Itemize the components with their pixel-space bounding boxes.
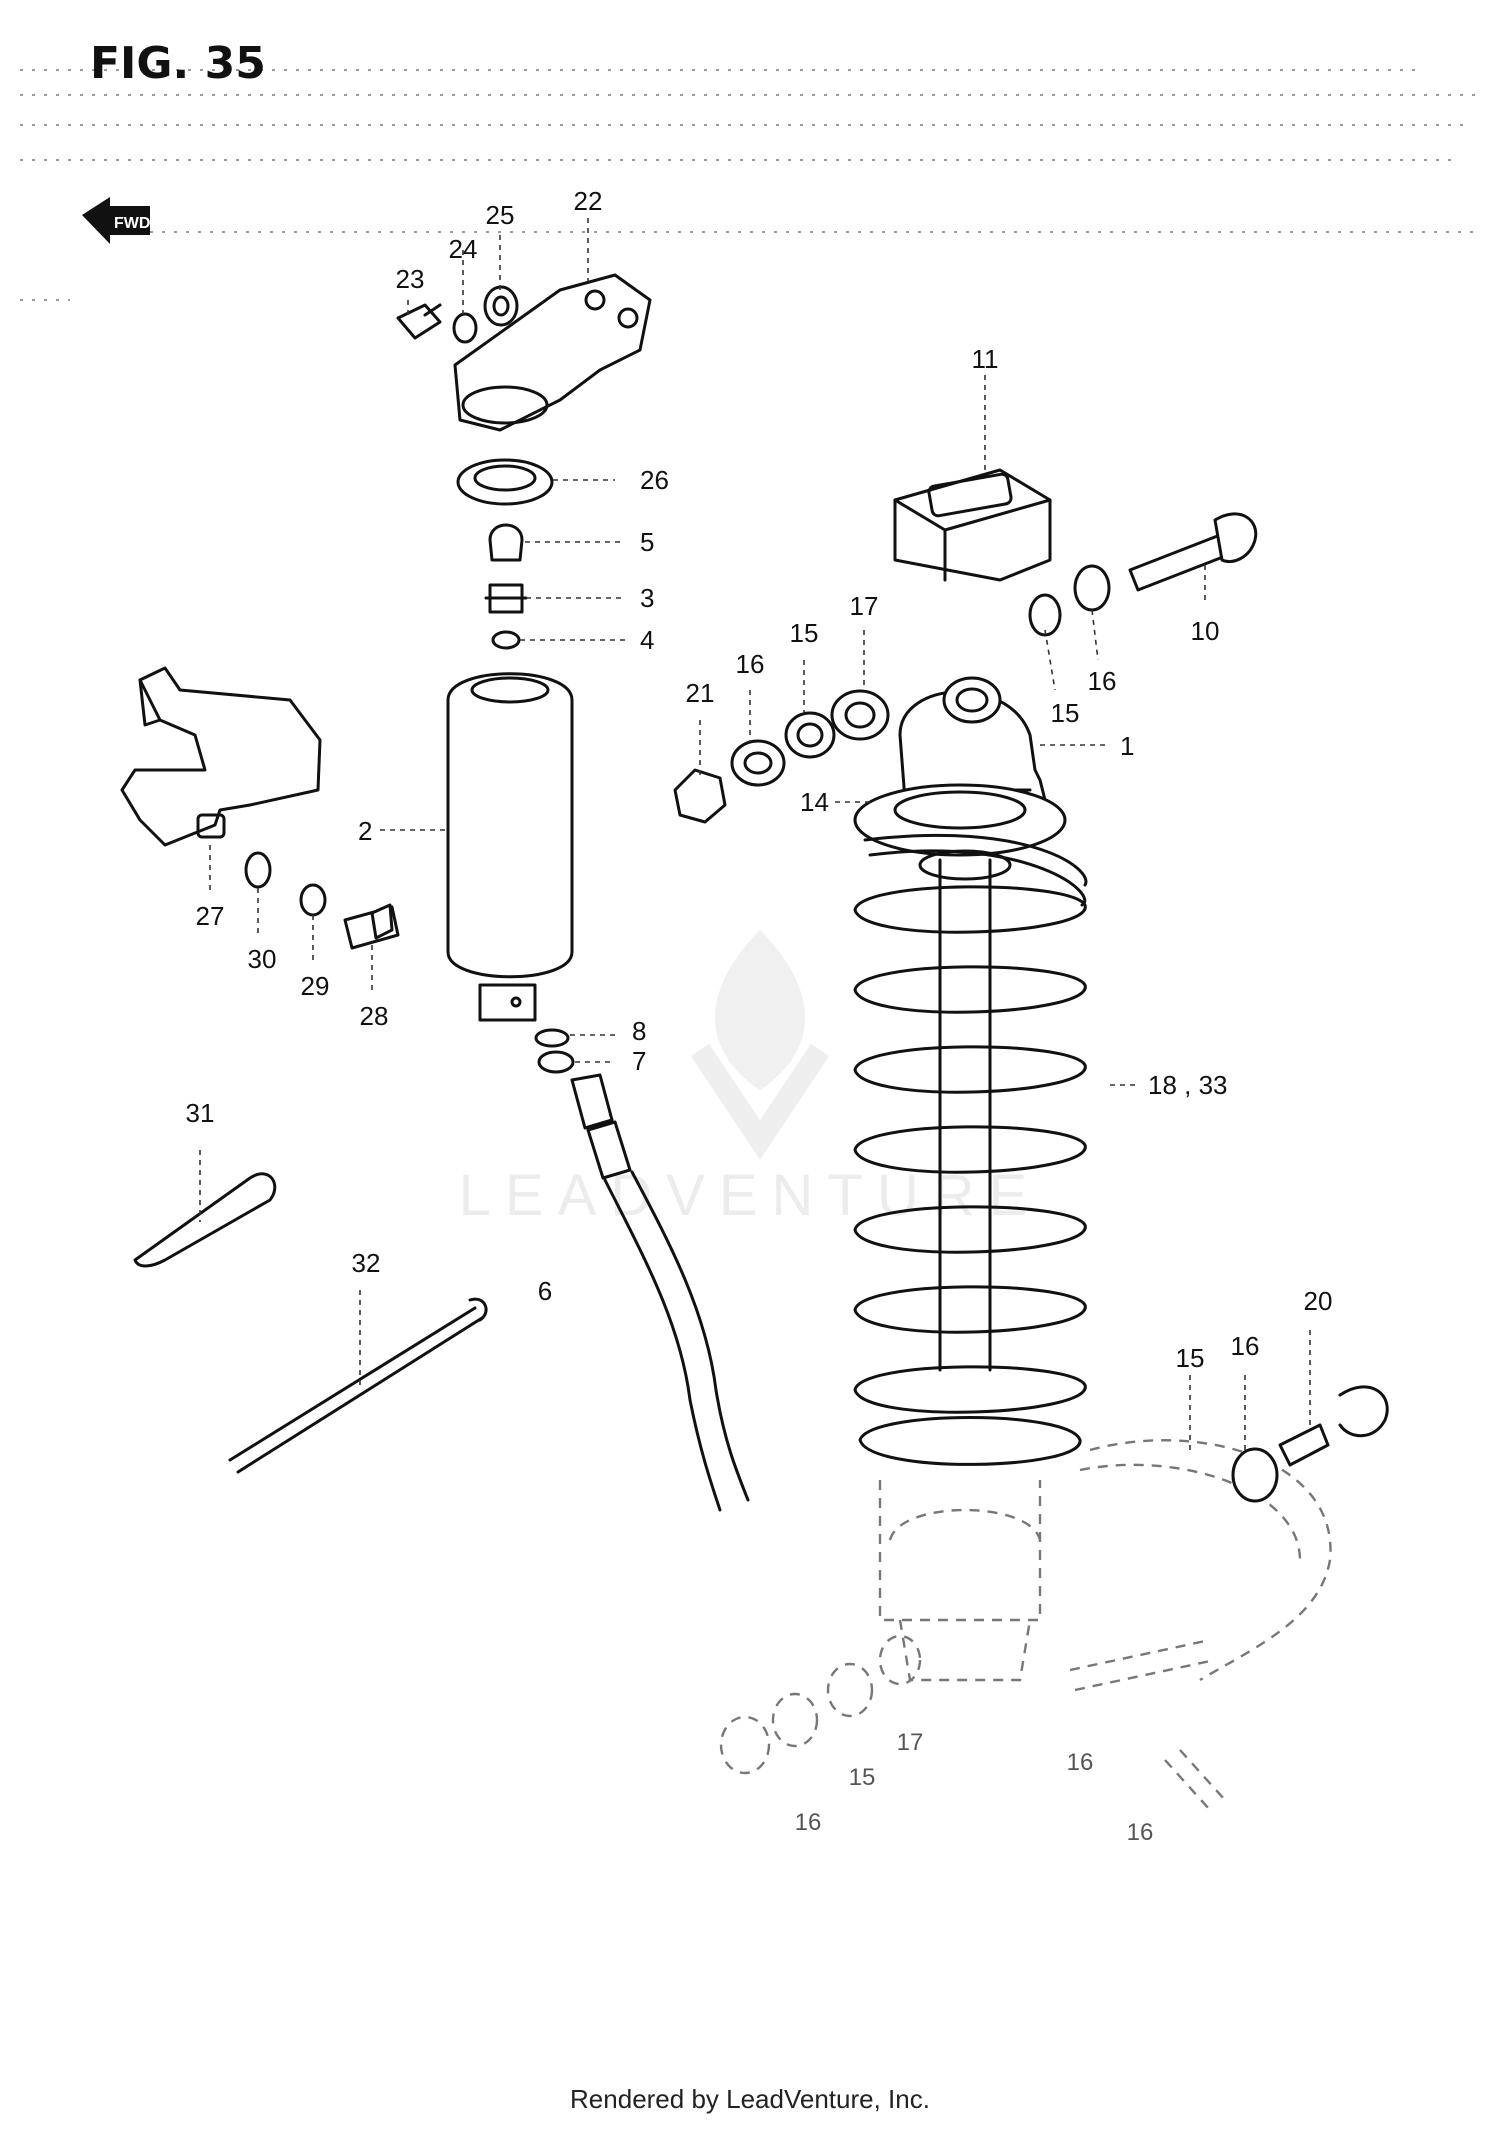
washer-16-lower — [1231, 1447, 1279, 1503]
callout-5: 5 — [640, 527, 654, 557]
faded-callout-16c: 16 — [1127, 1819, 1154, 1846]
callout-32: 32 — [352, 1248, 381, 1278]
shock-lower-body — [878, 1439, 1332, 1682]
callout-2: 2 — [358, 816, 372, 846]
washer-15-right — [1028, 593, 1062, 637]
faded-callout-16: 16 — [795, 1809, 822, 1836]
washer-7 — [537, 1050, 575, 1074]
nut-21 — [673, 768, 727, 824]
footer-credit: Rendered by LeadVenture, Inc. — [570, 2084, 930, 2114]
front-direction-arrow — [82, 197, 150, 244]
front-marker-text: FWD — [114, 215, 150, 232]
callout-17: 17 — [850, 591, 879, 621]
callout-16-lower: 16 — [1231, 1331, 1260, 1361]
washer-16-right — [1073, 564, 1111, 612]
washer-25 — [483, 285, 519, 327]
watermark: LEADVENTURE — [459, 930, 1042, 1228]
washer-24 — [452, 312, 478, 344]
callout-20: 20 — [1304, 1286, 1333, 1316]
callout-29: 29 — [301, 971, 330, 1001]
bushing-17 — [830, 689, 890, 741]
callout-25: 25 — [486, 200, 515, 230]
collar-26 — [456, 458, 554, 506]
bolt-20 — [1278, 1423, 1330, 1467]
callout-8: 8 — [632, 1016, 646, 1046]
scan-noise — [20, 69, 1480, 301]
washer-16-left — [730, 739, 786, 787]
leader-lines — [199, 218, 1311, 1455]
callout-30: 30 — [248, 944, 277, 974]
figure-title: FIG. 35 — [90, 38, 266, 89]
callout-15-right: 15 — [1051, 698, 1080, 728]
spring-seat-14 — [853, 783, 1067, 857]
callout-16-right: 16 — [1088, 666, 1117, 696]
o-ring-4 — [491, 630, 521, 650]
reservoir-tank-2 — [446, 672, 574, 1022]
callout-7: 7 — [632, 1046, 646, 1076]
coil-spring-18-33 — [853, 833, 1088, 1466]
callout-18-33: 18 , 33 — [1148, 1070, 1228, 1100]
washer-30 — [244, 851, 272, 889]
cap-5 — [488, 523, 524, 562]
callout-22: 22 — [574, 186, 603, 216]
pin-32 — [228, 1297, 488, 1474]
hose-6 — [570, 1073, 750, 1512]
clamp-bracket-27 — [120, 666, 322, 847]
faded-callouts: 17 15 16 16 16 — [795, 1729, 1154, 1846]
callout-11: 11 — [972, 344, 999, 374]
reservoir-cap-11 — [893, 468, 1052, 582]
callout-27: 27 — [196, 901, 225, 931]
callout-31: 31 — [186, 1098, 215, 1128]
faded-callout-16b: 16 — [1067, 1749, 1094, 1776]
callout-15-left: 15 — [790, 618, 819, 648]
callout-26: 26 — [640, 465, 669, 495]
bolt-23 — [396, 303, 442, 340]
joint-3 — [484, 583, 528, 614]
callout-6: 6 — [538, 1276, 552, 1306]
o-ring-8 — [534, 1028, 570, 1048]
faded-callout-17: 17 — [897, 1729, 924, 1756]
lower-link-hardware — [719, 1634, 1226, 1811]
callout-24: 24 — [449, 234, 478, 264]
callout-14: 14 — [800, 787, 829, 817]
shock-rod — [918, 849, 1012, 1372]
callout-23: 23 — [396, 264, 425, 294]
bolt-28 — [343, 903, 400, 950]
nut-20 — [1338, 1385, 1389, 1438]
callout-21: 21 — [686, 678, 715, 708]
upper-bracket-22 — [453, 273, 652, 432]
watermark-text: LEADVENTURE — [459, 1163, 1042, 1228]
callout-3: 3 — [640, 583, 654, 613]
callout-1: 1 — [1120, 731, 1134, 761]
callout-4: 4 — [640, 625, 654, 655]
callout-10: 10 — [1191, 616, 1220, 646]
callout-28: 28 — [360, 1001, 389, 1031]
callout-16-left: 16 — [736, 649, 765, 679]
faded-callout-15: 15 — [849, 1764, 876, 1791]
callout-labels: 23 24 25 22 26 5 3 4 2 8 7 6 27 30 29 28… — [186, 186, 1333, 1373]
washer-15-left — [784, 711, 836, 759]
nut-29 — [299, 883, 327, 917]
clip-31 — [133, 1172, 277, 1268]
callout-15-lower: 15 — [1176, 1343, 1205, 1373]
bolt-10 — [1128, 512, 1258, 592]
